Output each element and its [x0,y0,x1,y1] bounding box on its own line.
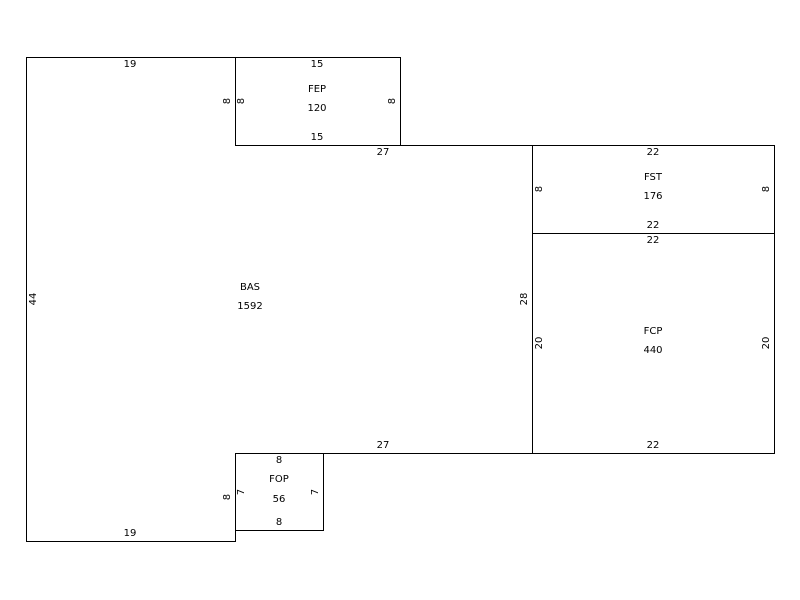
fcp-right-dimension: 20 [761,337,772,350]
fcp-code-label: FCP [644,326,663,337]
fop-outline [235,453,324,531]
fop-top-dimension: 8 [276,455,282,466]
fep-left-dimension: 8 [236,98,247,104]
fcp-top-dimension: 22 [647,235,660,246]
fst-top-dimension: 22 [647,147,660,158]
fcp-outline [532,233,775,454]
fcp-bottom-dimension: 22 [647,440,660,451]
fep-top-dimension: 15 [311,59,324,70]
bas-right-vertical-dimension: 28 [519,293,530,306]
bas-outline [26,57,533,542]
fep-right-dimension: 8 [387,98,398,104]
fop-code-label: FOP [269,474,289,485]
bas-inner-bottom-dimension: 8 [222,494,233,500]
bas-bottom-dimension: 19 [124,528,137,539]
bas-area-value: 1592 [237,301,262,312]
bas-code-label: BAS [240,282,260,293]
fop-bottom-dimension: 8 [276,517,282,528]
fep-code-label: FEP [308,84,326,95]
fop-left-dimension: 7 [236,489,247,495]
fop-area-value: 56 [273,494,286,505]
bas-right-top-dimension: 27 [377,147,390,158]
fst-code-label: FST [644,172,663,183]
fcp-left-dimension: 20 [534,337,545,350]
fep-bottom-dimension: 15 [311,132,324,143]
fst-left-dimension: 8 [534,186,545,192]
bas-inner-top-dimension: 8 [222,98,233,104]
bas-right-bottom-dimension: 27 [377,440,390,451]
bas-top-dimension: 19 [124,59,137,70]
fep-area-value: 120 [307,103,326,114]
fst-right-dimension: 8 [761,186,772,192]
fst-area-value: 176 [643,191,662,202]
fcp-area-value: 440 [643,345,662,356]
bas-left-dimension: 44 [28,293,39,306]
fst-bottom-dimension: 22 [647,220,660,231]
fop-right-dimension: 7 [310,489,321,495]
fep-outline [235,57,401,146]
